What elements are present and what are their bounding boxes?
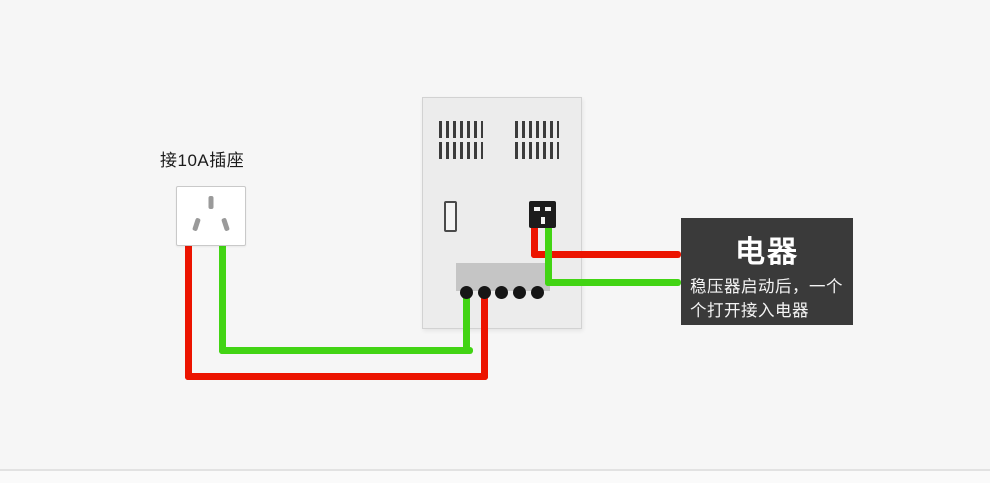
wall-socket: [176, 186, 246, 246]
vent-grille-icon: [439, 142, 483, 159]
socket-ground-pin-icon: [208, 196, 214, 209]
terminal-screw: [460, 286, 473, 299]
terminal-screw: [478, 286, 491, 299]
terminal-screw: [513, 286, 526, 299]
socket-live-pin-icon: [192, 217, 201, 232]
wire-green-segment: [219, 347, 473, 354]
socket-slot-icon: [540, 217, 545, 224]
socket-slot-icon: [545, 207, 551, 211]
vent-grille-icon: [515, 121, 559, 138]
wire-green-segment: [545, 220, 552, 286]
terminal-screw: [531, 286, 544, 299]
appliance-title: 电器: [735, 236, 799, 269]
bottom-divider: [0, 469, 990, 471]
output-socket: [529, 201, 556, 228]
vent-grille-icon: [515, 142, 559, 159]
appliance-callout: 电器 稳压器启动后，一个个打开接入电器: [681, 218, 853, 325]
socket-slot-icon: [534, 207, 540, 211]
vent-grille-icon: [439, 121, 483, 138]
terminal-screw: [495, 286, 508, 299]
wire-red-segment: [185, 242, 192, 380]
wire-red-segment: [531, 251, 681, 258]
socket-neutral-pin-icon: [221, 217, 230, 232]
socket-label: 接10A插座: [160, 151, 245, 170]
appliance-description: 稳压器启动后，一个个打开接入电器: [690, 278, 843, 320]
wire-red-segment: [185, 373, 488, 380]
wire-red-segment: [531, 220, 538, 258]
wire-green-segment: [219, 242, 226, 354]
fuse-holder-icon: [444, 201, 457, 232]
wire-green-segment: [545, 279, 681, 286]
wire-red-segment: [481, 292, 488, 380]
wire-green-segment: [463, 292, 470, 354]
bottom-strip: [0, 471, 990, 483]
